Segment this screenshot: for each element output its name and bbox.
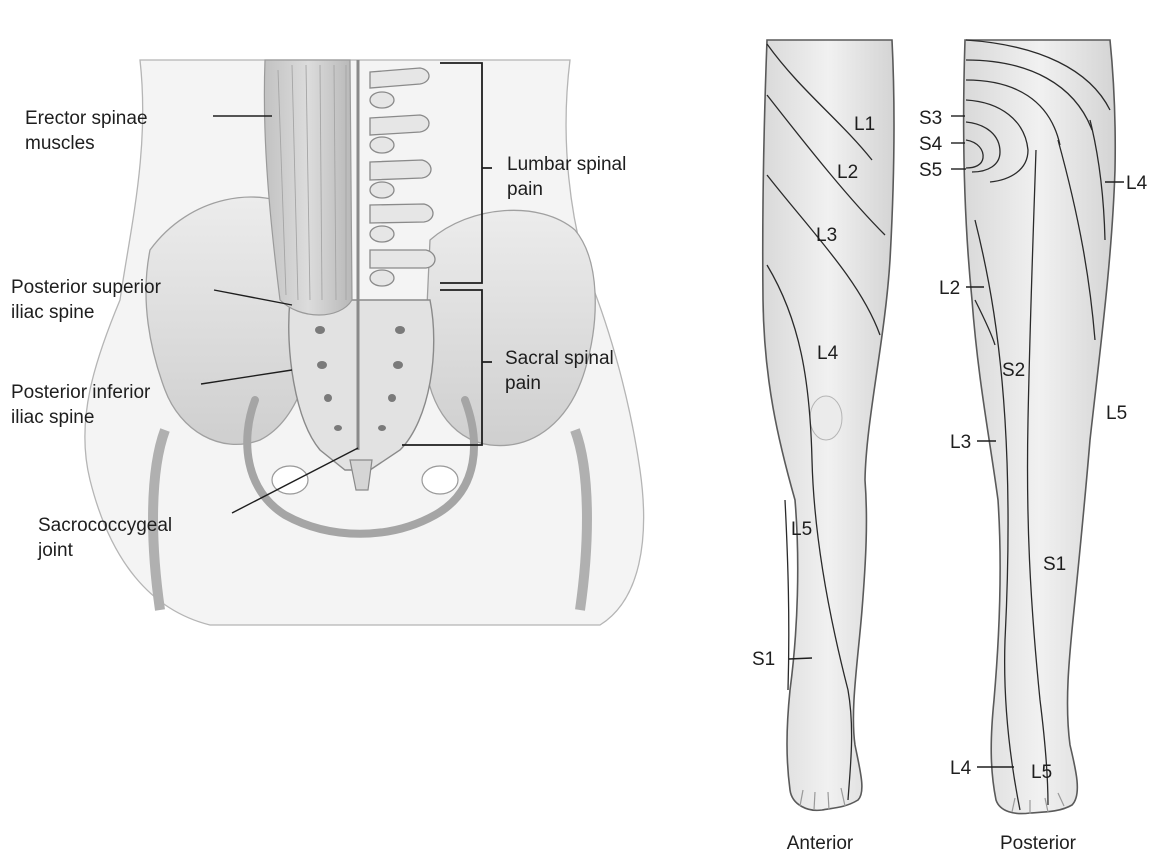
anterior-kneecap — [810, 396, 842, 440]
anterior-label-L2: L2 — [837, 162, 858, 183]
anterior-leg: L1 L2 L3 L4 L5 S1 Anterior — [752, 40, 894, 854]
anterior-label-L1: L1 — [854, 114, 875, 135]
posterior-label-S1: S1 — [1043, 554, 1066, 575]
posterior-label-L5-foot: L5 — [1031, 762, 1052, 783]
anterior-caption: Anterior — [787, 833, 854, 854]
posterior-caption: Posterior — [1000, 833, 1077, 854]
pelvis-illustration: Erector spinae muscles Posterior superio… — [11, 60, 644, 625]
right-obturator — [422, 466, 458, 494]
posterior-label-L5-side: L5 — [1106, 403, 1127, 424]
posterior-label-L3: L3 — [950, 432, 971, 453]
anterior-label-L3: L3 — [816, 225, 837, 246]
posterior-label-S2: S2 — [1002, 360, 1025, 381]
posterior-label-S5: S5 — [919, 160, 942, 181]
posterior-label-S4: S4 — [919, 134, 943, 155]
posterior-leg: S3 S4 S5 L4 L2 S2 L5 L3 S1 L4 L5 Posteri… — [919, 40, 1148, 854]
anterior-label-L5: L5 — [791, 519, 812, 540]
posterior-label-L2: L2 — [939, 278, 960, 299]
posterior-label-L4-upper: L4 — [1126, 173, 1148, 194]
anterior-label-L4: L4 — [817, 343, 839, 364]
posterior-label-L4-foot: L4 — [950, 758, 972, 779]
label-erector-spinae: Erector spinae muscles — [25, 108, 153, 154]
posterior-label-S3: S3 — [919, 108, 942, 129]
anterior-S1-leader — [789, 658, 812, 659]
anterior-label-S1: S1 — [752, 649, 775, 670]
